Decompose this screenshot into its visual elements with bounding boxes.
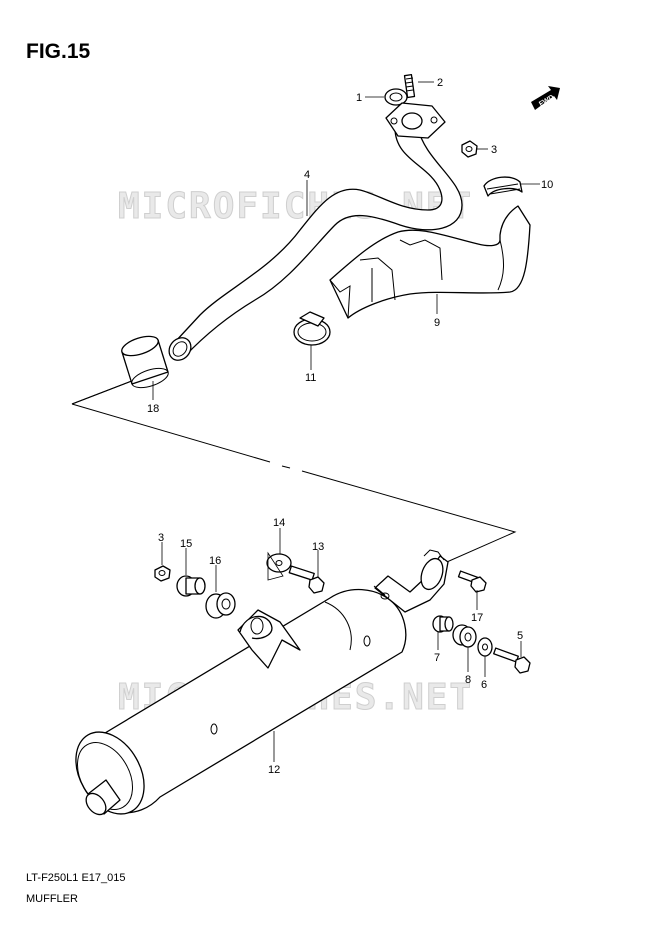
callout-1: 1 bbox=[356, 92, 362, 104]
collar-7 bbox=[432, 615, 454, 633]
hex-bolt-17 bbox=[457, 570, 487, 593]
callout-leaders bbox=[152, 81, 540, 762]
callout-5: 5 bbox=[517, 630, 523, 642]
callout-17: 17 bbox=[471, 612, 483, 624]
flange-nut bbox=[461, 140, 478, 158]
hex-bolt-5 bbox=[493, 647, 531, 674]
figure-code: LT-F250L1 E17_015 bbox=[26, 872, 126, 884]
figure-name: MUFFLER bbox=[26, 893, 78, 905]
washer-large bbox=[266, 553, 292, 573]
callout-3-lower: 3 bbox=[158, 532, 164, 544]
callout-4: 4 bbox=[304, 169, 310, 181]
callout-2: 2 bbox=[437, 77, 443, 89]
washer-6 bbox=[477, 637, 493, 657]
mounting-collar bbox=[176, 575, 206, 597]
muffler-bracket bbox=[237, 609, 301, 669]
callout-7: 7 bbox=[434, 652, 440, 664]
flange-nut-lower bbox=[154, 565, 171, 582]
callout-16: 16 bbox=[209, 555, 221, 567]
callout-10: 10 bbox=[541, 179, 553, 191]
callout-6: 6 bbox=[481, 679, 487, 691]
callout-numbers: 1 2 3 4 10 9 11 18 3 15 16 14 13 17 7 8 … bbox=[147, 77, 553, 776]
assembly-reference-line bbox=[71, 371, 517, 566]
rubber-grommet-8 bbox=[452, 624, 477, 648]
rubber-grommet bbox=[205, 592, 236, 619]
assembly-reference-dash bbox=[281, 465, 291, 469]
callout-8: 8 bbox=[465, 674, 471, 686]
pipe-sleeve bbox=[121, 335, 169, 389]
stud-bolt bbox=[403, 74, 416, 99]
figure-title: FIG.15 bbox=[26, 40, 91, 63]
inlet-pipe bbox=[373, 549, 449, 613]
hose-clamp bbox=[293, 311, 331, 346]
hex-bolt-13 bbox=[288, 565, 325, 594]
callout-12: 12 bbox=[268, 764, 280, 776]
heat-shield bbox=[329, 205, 531, 319]
callout-14: 14 bbox=[273, 517, 285, 529]
callout-13: 13 bbox=[312, 541, 324, 553]
spring-clamp bbox=[483, 176, 523, 197]
callout-15: 15 bbox=[180, 538, 192, 550]
muffler-body bbox=[75, 588, 407, 816]
forward-direction-icon: FWD bbox=[531, 86, 560, 110]
fwd-label: FWD bbox=[538, 94, 555, 108]
callout-18: 18 bbox=[147, 403, 159, 415]
callout-9: 9 bbox=[434, 317, 440, 329]
exhaust-pipe bbox=[168, 102, 463, 361]
callout-3-upper: 3 bbox=[491, 144, 497, 156]
callout-11: 11 bbox=[305, 372, 316, 384]
